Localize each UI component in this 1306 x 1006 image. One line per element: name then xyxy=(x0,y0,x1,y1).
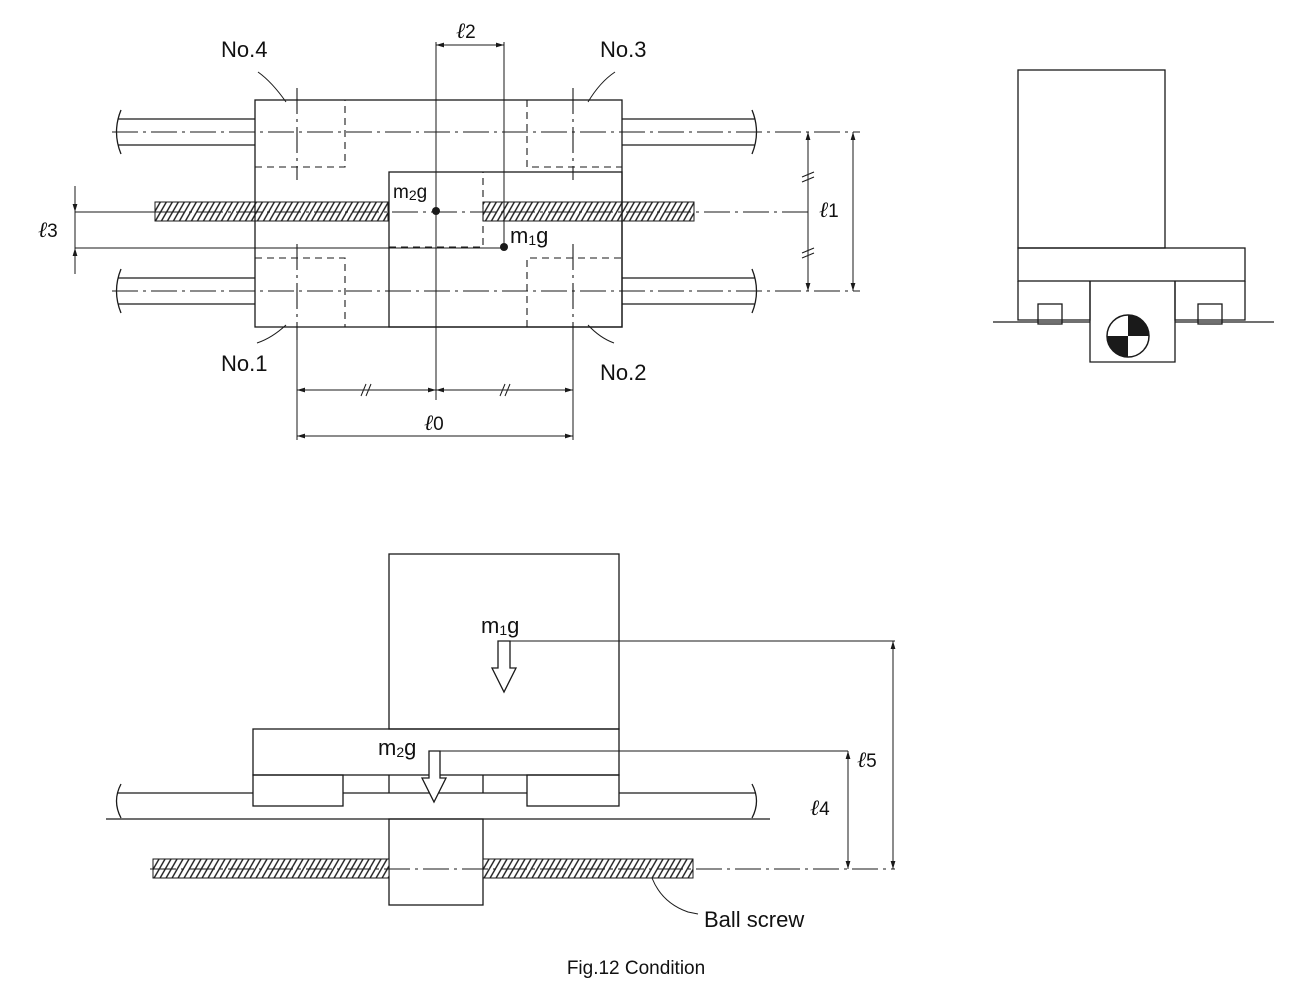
figure-caption: Fig.12 Condition xyxy=(567,958,705,979)
m2g-force-arrow xyxy=(420,750,448,804)
front-ball-nut xyxy=(388,818,484,906)
front-view: m1g m2g ℓ5 ℓ4 Ball screw xyxy=(106,553,896,932)
dim-l2-label: ℓ2 xyxy=(456,19,476,44)
block-label-no3: No.3 xyxy=(600,37,646,62)
end-view-upper-load xyxy=(1017,69,1166,249)
m2g-label-front: m2g xyxy=(378,735,416,760)
block-label-no1: No.1 xyxy=(221,351,267,376)
ball-screw-top xyxy=(80,201,810,222)
dim-l1-label: ℓ1 xyxy=(819,198,839,223)
hidden-blocks xyxy=(255,88,622,340)
dim-l5-label: ℓ5 xyxy=(857,748,877,773)
end-view-table xyxy=(1017,247,1246,282)
center-of-gravity-symbol xyxy=(1106,314,1150,358)
block-label-no4: No.4 xyxy=(221,37,267,62)
block-label-no2: No.2 xyxy=(600,360,646,385)
dim-l4-label: ℓ4 xyxy=(810,796,830,821)
upper-rail xyxy=(112,109,860,155)
ball-nut xyxy=(388,171,623,328)
end-view xyxy=(993,69,1274,363)
ball-screw-label: Ball screw xyxy=(704,907,804,932)
m1g-center-point xyxy=(500,243,508,251)
dim-l0-label: ℓ0 xyxy=(424,411,444,436)
m2g-label-top: m2g xyxy=(393,182,427,203)
m1g-label-top: m1g xyxy=(510,223,548,248)
m2g-center-point xyxy=(432,207,440,215)
top-view: m2g m1g No.4 No.3 No.1 No.2 ℓ2 ℓ0 ℓ3 xyxy=(38,19,860,440)
m1g-force-arrow xyxy=(490,640,518,694)
dim-l3-label: ℓ3 xyxy=(38,218,58,243)
lower-rail xyxy=(112,268,860,314)
m1g-label-front: m1g xyxy=(481,613,519,638)
